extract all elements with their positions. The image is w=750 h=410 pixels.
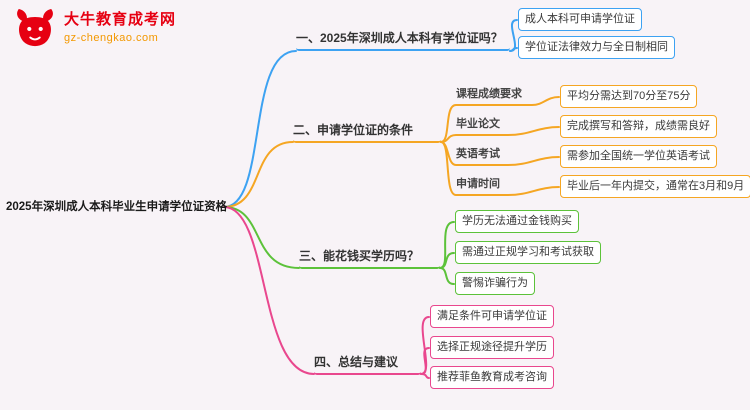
branch-2-label: 二、申请学位证的条件 <box>293 122 441 143</box>
branch-3-leaf-1: 学历无法通过金钱购买 <box>455 210 579 233</box>
branch-2-leaf-2: 完成撰写和答辩，成绩需良好 <box>560 115 717 138</box>
branch-2-subtopic-1-label: 课程成绩要求 <box>456 87 532 106</box>
site-logo: 大牛教育成考网 gz-chengkao.com <box>12 8 176 48</box>
branch-2-leaf-3: 需参加全国统一学位英语考试 <box>560 145 717 168</box>
branch-2-subtopic-4-label: 申请时间 <box>456 177 508 196</box>
branch-3-leaf-2: 需通过正规学习和考试获取 <box>455 241 601 264</box>
logo-text: 大牛教育成考网 gz-chengkao.com <box>64 11 176 45</box>
branch-2-leaf-4: 毕业后一年内提交，通常在3月和9月 <box>560 175 750 198</box>
branch-4-label: 四、总结与建议 <box>314 354 421 375</box>
bull-logo-icon <box>17 8 53 47</box>
branch-3-leaf-3: 警惕诈骗行为 <box>455 272 535 295</box>
logo-url: gz-chengkao.com <box>64 32 159 44</box>
branch-1-label: 一、2025年深圳成人本科有学位证吗？ <box>296 30 510 51</box>
branch-4-leaf-2: 选择正规途径提升学历 <box>430 336 554 359</box>
branch-4-leaf-3: 推荐菲鱼教育成考咨询 <box>430 366 554 389</box>
branch-2-subtopic-3-label: 英语考试 <box>456 147 508 166</box>
branch-1-leaf-2: 学位证法律效力与全日制相同 <box>518 36 675 59</box>
branch-1-leaf-1: 成人本科可申请学位证 <box>518 8 642 31</box>
logo-title: 大牛教育成考网 <box>64 11 177 28</box>
root-topic: 2025年深圳成人本科毕业生申请学位证资格 <box>6 201 228 213</box>
branch-2-leaf-1: 平均分需达到70分至75分 <box>560 85 698 108</box>
branch-4-leaf-1: 满足条件可申请学位证 <box>430 305 554 328</box>
branch-3-label: 三、能花钱买学历吗？ <box>299 248 440 269</box>
branch-2-subtopic-2-label: 毕业论文 <box>456 117 508 136</box>
